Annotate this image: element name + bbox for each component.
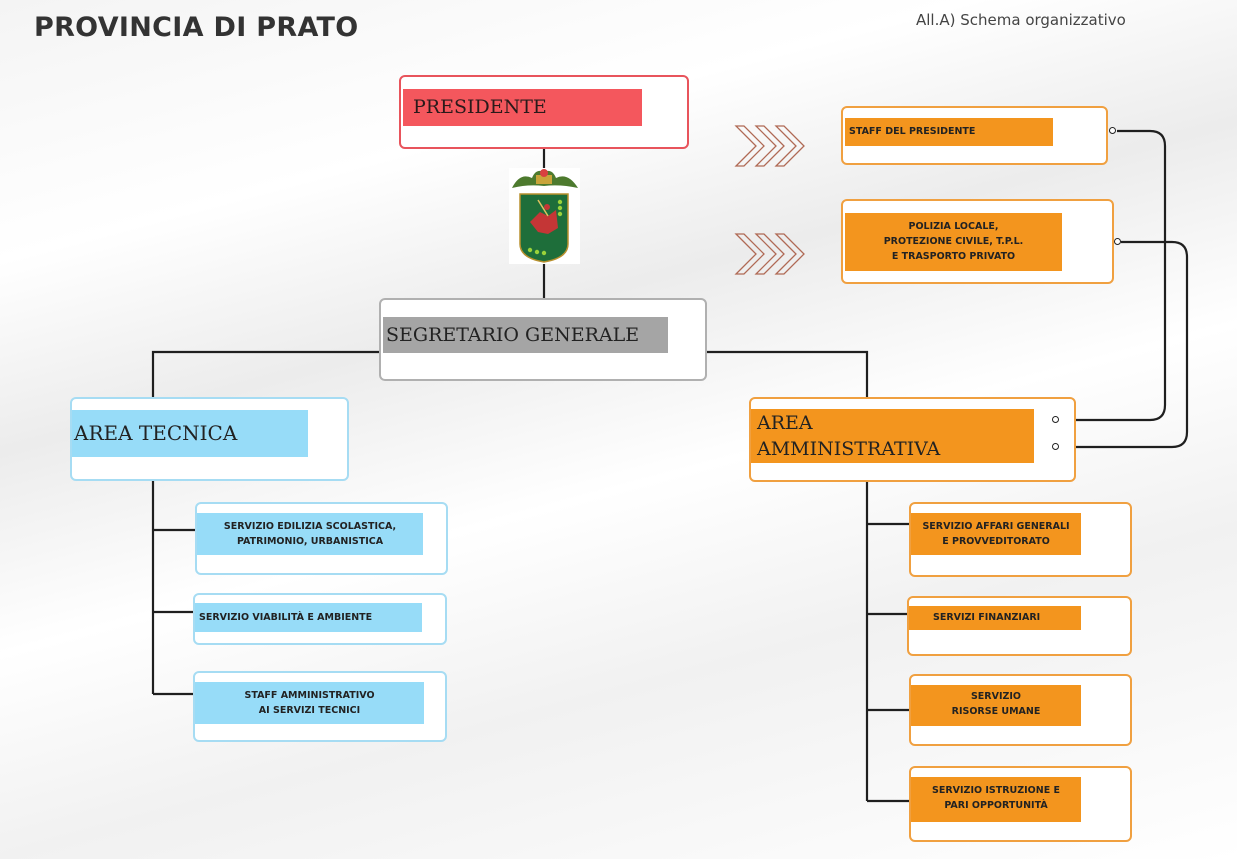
connector-dot (1109, 127, 1116, 134)
connector-polizia-amministrativa (1058, 240, 1189, 449)
service-tecnica-3: STAFF AMMINISTRATIVO AI SERVIZI TECNICI (193, 671, 447, 742)
province-coat-of-arms-icon (509, 168, 580, 264)
area-amministrativa-node: AREA AMMINISTRATIVA (749, 397, 1076, 482)
president-node: PRESIDENTE (399, 75, 689, 149)
service-amministrativa-4: SERVIZIO ISTRUZIONE E PARI OPPORTUNITÀ (909, 766, 1132, 842)
service-label: SERVIZIO RISORSE UMANE (911, 685, 1081, 726)
service-amministrativa-2: SERVIZI FINANZIARI (907, 596, 1132, 656)
area-tecnica-label: AREA TECNICA (72, 410, 308, 457)
area-tecnica-node: AREA TECNICA (70, 397, 349, 481)
connector-dot (1052, 443, 1059, 450)
service-amministrativa-1: SERVIZIO AFFARI GENERALI E PROVVEDITORAT… (909, 502, 1132, 577)
service-label: SERVIZIO AFFARI GENERALI E PROVVEDITORAT… (911, 513, 1081, 555)
segretario-node: SEGRETARIO GENERALE (379, 298, 707, 381)
staff-presidente-node: STAFF DEL PRESIDENTE (841, 106, 1108, 165)
service-label: SERVIZIO VIABILITÀ E AMBIENTE (195, 603, 422, 632)
connector-dot (1052, 416, 1059, 423)
connector-segretario-amministrativa (706, 350, 869, 398)
page-subtitle: All.A) Schema organizzativo (916, 11, 1126, 29)
president-label: PRESIDENTE (403, 89, 642, 126)
service-amministrativa-3: SERVIZIO RISORSE UMANE (909, 674, 1132, 746)
connector-dot (1114, 238, 1121, 245)
service-label: SERVIZIO EDILIZIA SCOLASTICA, PATRIMONIO… (197, 513, 423, 555)
segretario-label: SEGRETARIO GENERALE (383, 317, 668, 353)
connector-segretario-tecnica (151, 350, 380, 398)
service-label: STAFF AMMINISTRATIVO AI SERVIZI TECNICI (195, 682, 424, 724)
triple-chevron-arrow-icon (734, 233, 805, 275)
polizia-node: POLIZIA LOCALE, PROTEZIONE CIVILE, T.P.L… (841, 199, 1114, 284)
service-label: SERVIZI FINANZIARI (909, 606, 1081, 630)
page-title: PROVINCIA DI PRATO (34, 12, 359, 43)
polizia-label: POLIZIA LOCALE, PROTEZIONE CIVILE, T.P.L… (845, 213, 1062, 271)
service-tecnica-2: SERVIZIO VIABILITÀ E AMBIENTE (193, 593, 447, 645)
service-tecnica-1: SERVIZIO EDILIZIA SCOLASTICA, PATRIMONIO… (195, 502, 448, 575)
service-label: SERVIZIO ISTRUZIONE E PARI OPPORTUNITÀ (911, 777, 1081, 822)
staff-presidente-label: STAFF DEL PRESIDENTE (845, 118, 1053, 146)
area-amministrativa-label: AREA AMMINISTRATIVA (751, 409, 1034, 463)
triple-chevron-arrow-icon (734, 125, 805, 167)
connector-staff-amministrativa (1058, 129, 1167, 422)
